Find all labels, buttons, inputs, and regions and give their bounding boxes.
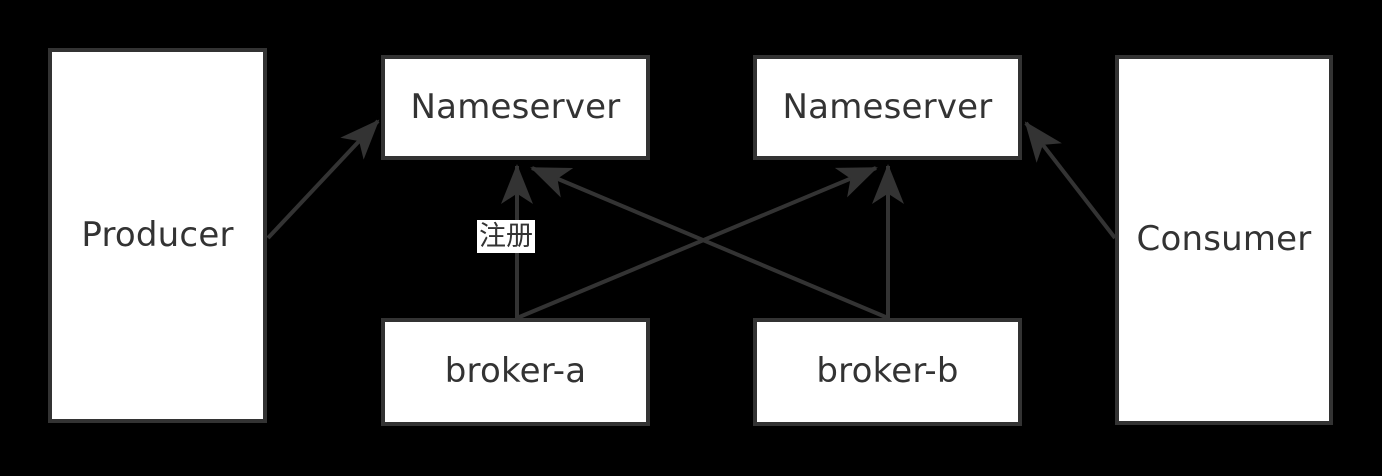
edge-producer-to-nameserver1 (266, 119, 380, 240)
edge-brokerb-to-nameserver1 (530, 166, 889, 320)
edge-brokera-to-nameserver2 (516, 166, 878, 320)
node-consumer[interactable]: Consumer (1115, 55, 1333, 425)
node-nameserver-2[interactable]: Nameserver (753, 55, 1022, 160)
node-broker-a-label: broker-a (444, 351, 587, 392)
node-nameserver-1-label: Nameserver (410, 86, 621, 127)
edge-label-register: 注册 (477, 220, 535, 254)
node-broker-b[interactable]: broker-b (753, 318, 1022, 426)
node-broker-a[interactable]: broker-a (381, 318, 650, 426)
node-broker-b-label: broker-b (816, 351, 959, 392)
node-consumer-label: Consumer (1136, 219, 1312, 260)
node-nameserver-1[interactable]: Nameserver (381, 55, 650, 160)
node-producer-label: Producer (81, 214, 234, 255)
node-nameserver-2-label: Nameserver (782, 86, 993, 127)
node-producer[interactable]: Producer (48, 48, 267, 423)
edge-consumer-to-nameserver2 (1024, 121, 1117, 240)
